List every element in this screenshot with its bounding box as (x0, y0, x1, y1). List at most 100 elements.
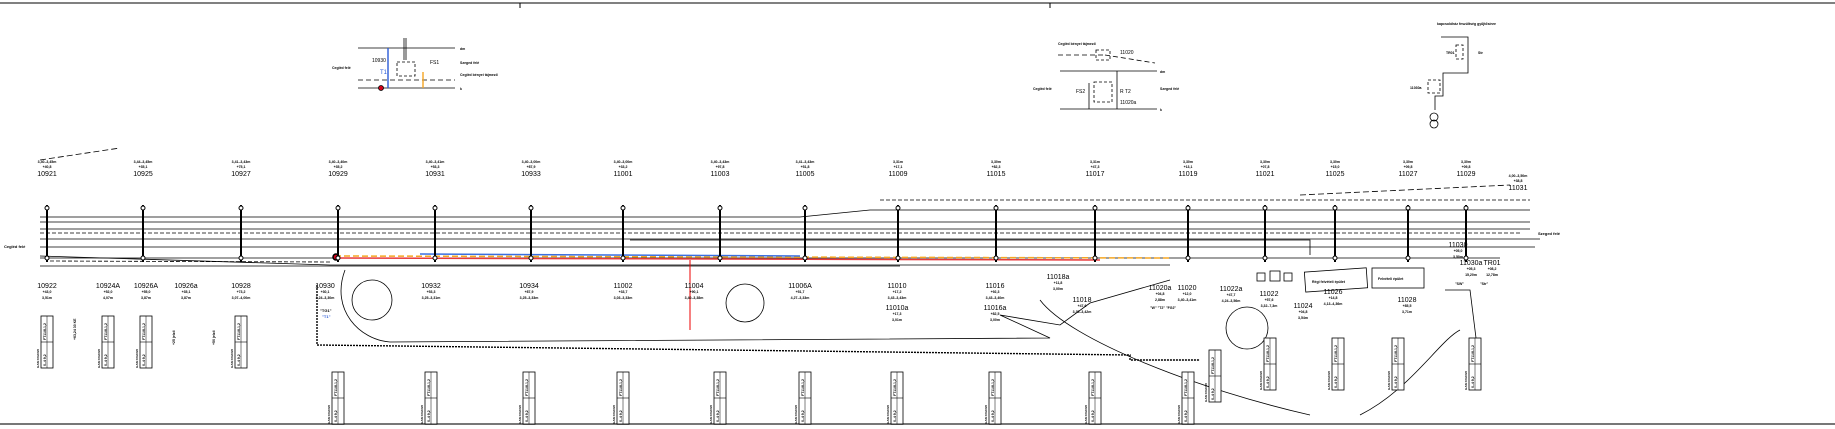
mast-id: 11001 (614, 171, 633, 178)
mast-id: 10931 (425, 171, 445, 178)
mast-height: 3,30m (1330, 160, 1340, 164)
table-bottom-label: 0–4 9,2 (334, 410, 338, 422)
mast-height: 12,78m (1486, 273, 1498, 277)
mast-height: 3,40–3,45m (38, 160, 57, 164)
mast-height: 3,40–3,00m (522, 160, 541, 164)
mast-offset: +82,5 (991, 312, 1000, 316)
mast-height: 3,25–3,31m (422, 296, 441, 300)
mast-symbol (802, 255, 808, 261)
table-side-label: GASI 60x60/6 (420, 405, 424, 424)
mast-id: 11004 (685, 283, 704, 290)
mast-height: 3,03–3,33m (614, 296, 633, 300)
mast-symbol (44, 205, 50, 211)
inset1-fs: FS1 (430, 60, 439, 66)
mast-offset: +75,1 (237, 165, 246, 169)
mast-id: 10928 (231, 283, 251, 290)
table-side-label: GASI 60x60/6 (1327, 371, 1331, 390)
inset-10930 (358, 38, 455, 91)
mast-id: 10921 (37, 171, 57, 178)
mast-symbol (717, 205, 723, 211)
mast-height: 15,20m (1465, 273, 1477, 277)
table-top-label: FT11/8-1,2 (991, 379, 995, 396)
mast-offset: +09,8 (1404, 165, 1413, 169)
table-bottom-label: 0–4 9,2 (1211, 388, 1215, 400)
mast-height: 3,54m (1298, 316, 1308, 320)
inset1-t: T1 (380, 70, 388, 76)
mast-id: 11015 (987, 171, 1006, 178)
mast-id: 11024 (1294, 303, 1313, 310)
mast-id: TR01 (1483, 260, 1500, 267)
table-side-label: GASI 60x60/6 (1177, 405, 1181, 424)
mast-id: 11031 (1509, 185, 1528, 192)
direction-left: Cegléd felé (4, 244, 26, 249)
mast-symbol (1405, 205, 1411, 211)
mast-symbol (1262, 205, 1268, 211)
mast-height: 3,31m (1090, 160, 1100, 164)
mast-id: 11009 (889, 171, 908, 178)
mast-id: 11006A (788, 283, 812, 290)
inset-tr01-labels: kapcsolóház feszültség gyűjtősínre TR01 … (1410, 22, 1496, 90)
km-label-3: +50 jelző (212, 330, 216, 345)
mast-offset: +12,0 (1183, 292, 1192, 296)
inset2-left: Cegléd felé (1033, 87, 1052, 91)
mast-symbol (1262, 255, 1268, 261)
mast-id: 11022 (1260, 291, 1279, 298)
table-bottom-label: 0–4 9,2 (104, 354, 108, 366)
inset2-rt: R T2 (1120, 89, 1131, 95)
mast-offset: +04,8 (1156, 292, 1165, 296)
table-side-label: GASI 60x60/6 (36, 349, 40, 368)
table-side-label: GASI 60x60/6 (1259, 371, 1263, 390)
inset2-mast2: 11020a (1120, 100, 1137, 106)
mast-offset: +97,8 (716, 165, 725, 169)
table-bottom-label: 0–4 9,2 (1091, 410, 1095, 422)
mast-id: 11010 (888, 283, 907, 290)
table-side-label: GASI 60x60/6 (327, 405, 331, 424)
km-label-1: +63,24 30 KE (73, 318, 77, 340)
mast-id: 11025 (1326, 171, 1345, 178)
mast-id: 10926A (134, 283, 158, 290)
mast-id: 11017 (1086, 171, 1105, 178)
mast-height: 4,27–3,33m (791, 296, 810, 300)
mast-id: 11005 (796, 171, 815, 178)
table-side-label: GASI 60x60/6 (1464, 371, 1468, 390)
masts (44, 205, 1469, 262)
mast-height: 3,40–3,40m (329, 160, 348, 164)
table-bottom-label: 0–4 9,2 (991, 410, 995, 422)
label-tg1: "TG1" (320, 308, 332, 313)
mast-id: 11021 (1256, 171, 1275, 178)
mast-symbol (335, 205, 341, 211)
table-bottom-label: 0–4 9,2 (1394, 376, 1398, 388)
mast-symbol (802, 205, 808, 211)
buildings (1256, 267, 1425, 293)
mast-symbol (238, 205, 244, 211)
mast-id: 10922 (37, 283, 57, 290)
inset2-fs: FS2 (1076, 89, 1085, 95)
table-top-label: FT11/8-1,2 (142, 323, 146, 340)
mast-symbol (44, 255, 50, 261)
table-bottom-label: 0–4 9,2 (525, 410, 529, 422)
table-bottom-label: 0–4 9,2 (237, 354, 241, 366)
mast-height: 3,30m (1183, 160, 1193, 164)
mast-id: 10926a (174, 283, 197, 290)
mast-offset: +05,0 (1454, 249, 1463, 253)
table-side-label: GASI 60x60/6 (886, 405, 890, 424)
mast-height: 3,51m (42, 296, 52, 300)
mast-id: 11002 (614, 283, 633, 290)
table-side-label: GASI 60x60/6 (1084, 405, 1088, 424)
mast-offset: +51,7 (796, 290, 805, 294)
mast-offset: +87,9 (527, 165, 536, 169)
table-side-label: GASI 60x60/6 (984, 405, 988, 424)
mast-height: 3,32–7,3m (1261, 304, 1278, 308)
mast-offset: +90,1 (690, 290, 699, 294)
mast-symbol (1332, 205, 1338, 211)
mast-offset: +52,0 (104, 290, 113, 294)
